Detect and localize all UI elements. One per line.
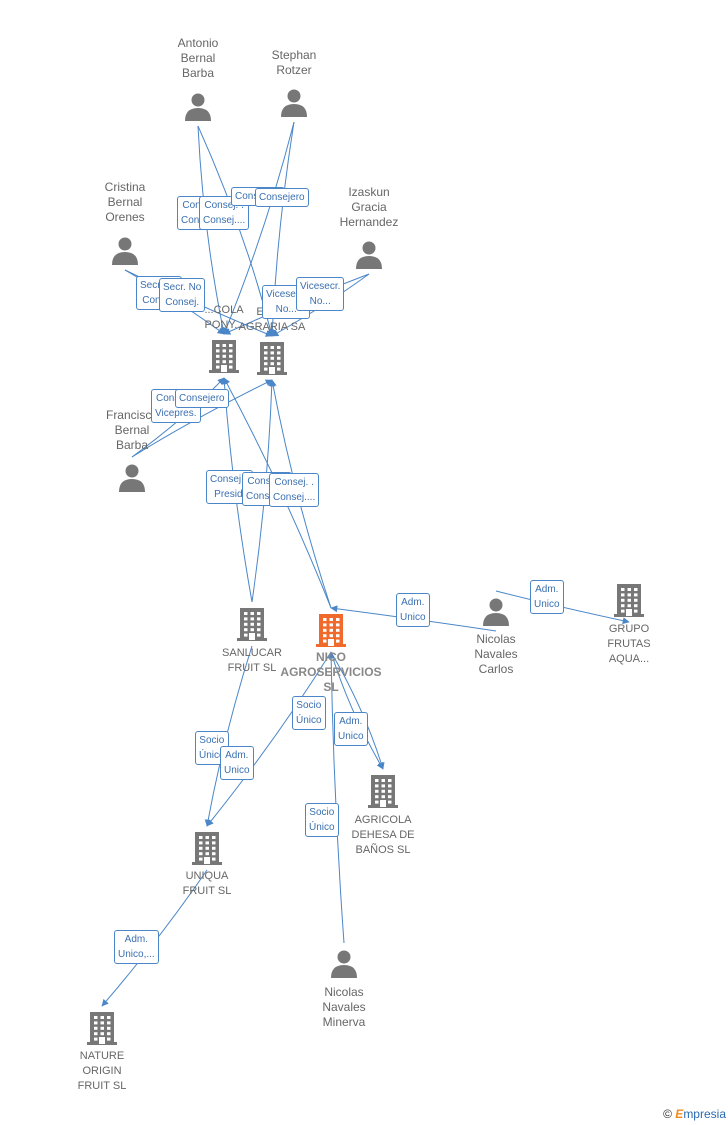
edge-label: Consejero xyxy=(255,188,309,207)
edge-line xyxy=(330,651,385,770)
building-icon-dehesa[interactable] xyxy=(368,775,398,808)
node-label-uniqua[interactable]: UNIQUA FRUIT SL xyxy=(182,870,232,897)
person-icon-nicolas-carlos[interactable] xyxy=(483,598,509,627)
edge-line xyxy=(206,651,332,827)
brand-initial: E xyxy=(675,1107,684,1121)
edge-label: Socio Único xyxy=(305,803,339,837)
node-label-nicolas-minerva[interactable]: Nicolas Navales Minerva xyxy=(322,985,366,1029)
node-label-stephan[interactable]: Stephan Rotzer xyxy=(271,48,317,77)
edge-label: Adm. Unico xyxy=(334,712,368,746)
person-icon-francisco[interactable] xyxy=(119,464,145,493)
edge-label: Adm. Unico xyxy=(396,593,430,627)
node-label-antonio[interactable]: Antonio Bernal Barba xyxy=(177,36,219,80)
edge-line xyxy=(327,651,345,944)
building-icon-sanlucar[interactable] xyxy=(237,608,267,641)
node-label-pony[interactable]: ...COLA PONY... xyxy=(204,304,244,331)
edge-label: Vicesecr. No... xyxy=(296,277,345,311)
person-icon-izaskun[interactable] xyxy=(356,241,382,270)
edge-label: Secr. No Consej. xyxy=(159,278,206,312)
node-label-izaskun[interactable]: Izaskun Gracia Hernandez xyxy=(339,185,399,229)
node-label-cristina[interactable]: Cristina Bernal Orenes xyxy=(104,180,146,224)
edge-label: Consej. . Consej.... xyxy=(269,473,320,507)
building-icon-nico[interactable] xyxy=(316,614,346,647)
edge-label: Consejero xyxy=(175,389,229,408)
edge-label: Adm. Unico xyxy=(220,746,254,780)
building-icon-pony[interactable] xyxy=(209,340,239,373)
edge-line xyxy=(197,125,227,335)
node-label-nicolas-carlos[interactable]: Nicolas Navales Carlos xyxy=(474,632,518,676)
edge-label: Adm. Unico xyxy=(530,580,564,614)
edge-line xyxy=(223,121,295,335)
edge-label: Adm. Unico,... xyxy=(114,930,159,964)
node-label-sanlucar[interactable]: SANLUCAR FRUIT SL xyxy=(222,647,282,674)
copyright-symbol: © xyxy=(663,1107,672,1121)
person-icon-nicolas-minerva[interactable] xyxy=(331,950,357,979)
brand-watermark: © Empresia xyxy=(663,1107,726,1121)
brand-name: mpresia xyxy=(683,1107,726,1121)
building-icon-grupo[interactable] xyxy=(614,584,644,617)
node-label-dehesa[interactable]: AGRICOLA DEHESA DE BAÑOS SL xyxy=(351,814,415,856)
building-icon-nature[interactable] xyxy=(87,1012,117,1045)
person-icon-cristina[interactable] xyxy=(112,237,138,266)
node-label-nature[interactable]: NATURE ORIGIN FRUIT SL xyxy=(77,1050,127,1092)
building-icon-agraria[interactable] xyxy=(257,342,287,375)
edge-label: Socio Único xyxy=(292,696,326,730)
node-label-francisco[interactable]: Francisco Bernal Barba xyxy=(105,408,158,452)
person-icon-stephan[interactable] xyxy=(281,89,307,118)
building-icon-uniqua[interactable] xyxy=(192,832,222,865)
node-label-nico[interactable]: NICO AGROSERVICIOS SL xyxy=(280,650,382,694)
node-label-grupo[interactable]: GRUPO FRUTAS AQUA... xyxy=(607,623,651,665)
edge-line xyxy=(330,651,384,770)
person-icon-antonio[interactable] xyxy=(185,93,211,122)
